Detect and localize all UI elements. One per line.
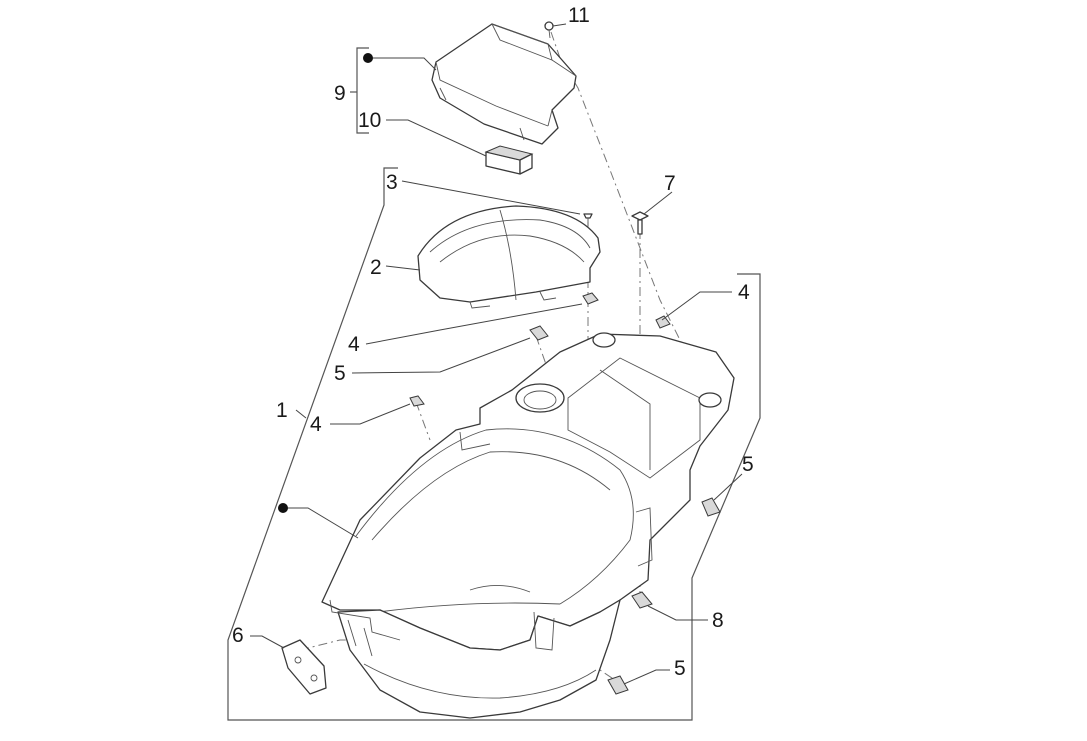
- callout-11: 11: [568, 4, 590, 27]
- screw-3-part: [583, 213, 593, 226]
- callout-10: 10: [358, 109, 381, 132]
- screw-11-part: [544, 21, 554, 39]
- callout-7: 7: [664, 172, 676, 195]
- clip-5-upper-part: [529, 325, 549, 341]
- callout-4-top: 4: [348, 333, 360, 356]
- callout-5-upper: 5: [334, 362, 346, 385]
- group-bracket-9: [350, 47, 369, 134]
- clip-5-bottom-part: [607, 675, 629, 695]
- callout-5-bottom: 5: [674, 657, 686, 680]
- clip-8-part: [631, 591, 653, 609]
- dome-cover-part: [417, 205, 601, 309]
- group-bracket-1: [227, 167, 761, 721]
- clip-4-top-part: [582, 292, 599, 305]
- callout-8: 8: [712, 609, 724, 632]
- clip-4-left-part: [409, 395, 425, 407]
- callout-6: 6: [232, 624, 244, 647]
- callout-4-left: 4: [310, 413, 322, 436]
- callout-1: 1: [276, 399, 288, 422]
- screw-7-part: [631, 211, 649, 235]
- bracket-6-part: [281, 639, 327, 695]
- callout-4-right: 4: [738, 281, 750, 304]
- helmet-compartment-part: [321, 332, 735, 719]
- marker-dot-battery-cover: [363, 53, 373, 63]
- foam-pad-part: [484, 145, 534, 175]
- marker-dot-compartment: [278, 503, 288, 513]
- callout-5-right: 5: [742, 453, 754, 476]
- callout-9: 9: [334, 82, 346, 105]
- callout-3: 3: [386, 171, 398, 194]
- battery-cover-part: [431, 23, 577, 145]
- leader-lines: [250, 23, 743, 685]
- clip-4-right-part: [655, 315, 671, 329]
- clip-5-right-part: [701, 497, 721, 517]
- callout-2: 2: [370, 256, 382, 279]
